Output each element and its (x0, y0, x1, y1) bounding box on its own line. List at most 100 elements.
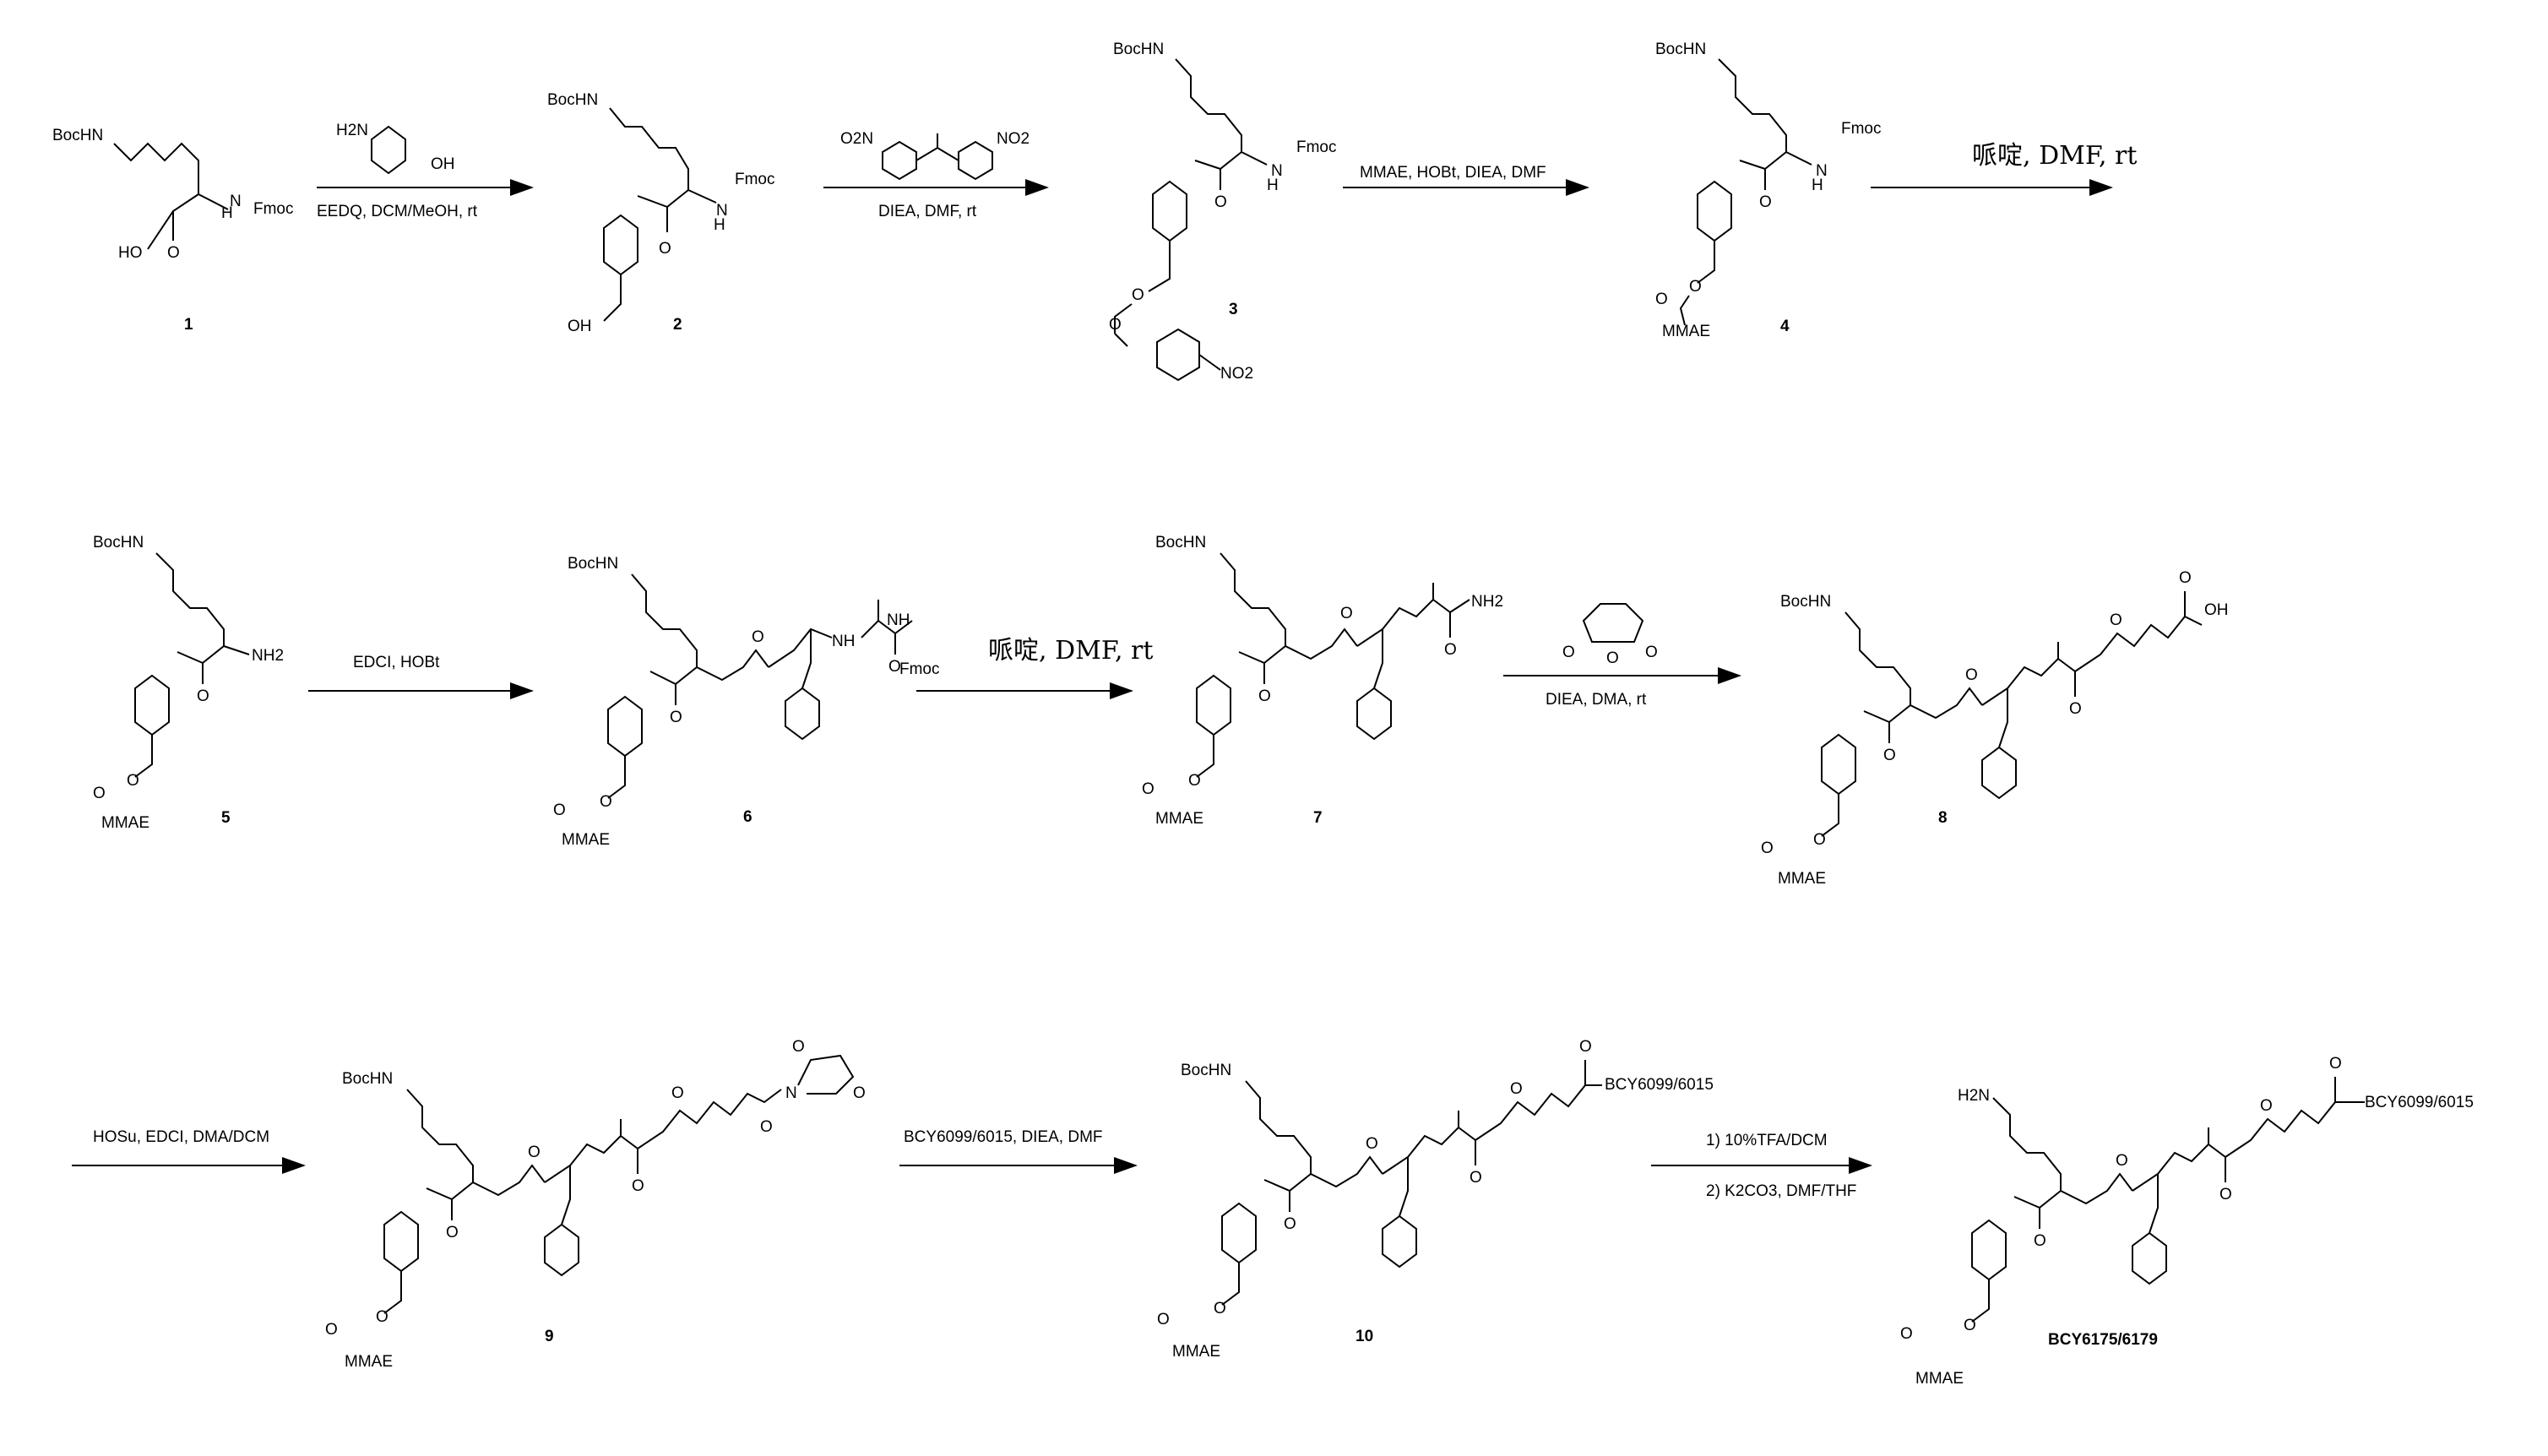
step-arrow-5: EDCI, HOBt (308, 654, 532, 691)
nh2-label: NH2 (252, 647, 284, 665)
mmae-label: MMAE (1172, 1343, 1220, 1361)
mmae-label: MMAE (1915, 1370, 1964, 1388)
compound-number: 7 (1313, 809, 1323, 827)
o-label: O (853, 1084, 866, 1102)
compound-8: BocHN O O O O OH O O O MMAE 8 (1761, 569, 2229, 888)
o-label: O (1510, 1080, 1523, 1098)
nh-label: NH (887, 611, 910, 629)
bcy-label: BCY6099/6015 (1605, 1076, 1714, 1094)
o-label: O (1761, 839, 1774, 857)
o-label: O (2034, 1232, 2046, 1250)
o-label: O (1964, 1317, 1976, 1334)
fmoc-label: Fmoc (1841, 120, 1882, 138)
mmae-label: MMAE (1778, 870, 1826, 888)
o-label: O (1132, 286, 1144, 304)
step-arrow-3: MMAE, HOBt, DIEA, DMF (1343, 164, 1588, 187)
compound-number: 1 (184, 316, 193, 334)
compound-6: BocHN O NH O NH Fmoc O O O MMAE 6 (553, 555, 940, 849)
conditions-label-1: 1) 10%TFA/DCM (1706, 1132, 1828, 1149)
compound-2: BocHN N H Fmoc O OH 2 (547, 91, 775, 335)
step-arrow-8: HOSu, EDCI, DMA/DCM (72, 1128, 304, 1165)
compound-4: BocHN N H Fmoc O O O MMAE 4 (1655, 41, 1882, 340)
o-label: O (1470, 1169, 1482, 1187)
mmae-label: MMAE (1662, 323, 1710, 340)
o-label: O (1284, 1215, 1296, 1233)
o-label: O (1214, 193, 1227, 211)
compound-1: BocHN H N Fmoc HO O 1 (52, 127, 294, 334)
boc-label: BocHN (1655, 41, 1706, 58)
compound-number: 9 (545, 1328, 554, 1345)
o-label: O (553, 801, 566, 819)
compound-number: 3 (1229, 301, 1238, 318)
boc-label: BocHN (568, 555, 618, 573)
boc-label: BocHN (1780, 593, 1831, 611)
mmae-label: MMAE (101, 814, 149, 832)
conditions-label: 哌啶, DMF, rt (1972, 141, 2137, 171)
conditions-label: 哌啶, DMF, rt (988, 636, 1153, 666)
o-label: O (167, 244, 180, 262)
nh-label: NH (832, 633, 855, 650)
o-label: O (752, 628, 764, 646)
step-arrow-2: O2N NO2 DIEA, DMF, rt (823, 130, 1047, 220)
o-label: O (197, 687, 209, 705)
o-label: O (1444, 641, 1457, 659)
compound-7: BocHN O O NH2 O O O MMAE 7 (1142, 534, 1503, 828)
mmae-label: MMAE (1155, 810, 1203, 828)
benzene-ring-icon (372, 127, 405, 173)
o-label: O (1579, 1038, 1592, 1056)
acid-label: HO (118, 244, 143, 262)
compound-number: 10 (1355, 1328, 1373, 1345)
o-label: O (1689, 278, 1702, 296)
compound-number: 5 (221, 809, 231, 827)
oh-label: OH (2204, 601, 2229, 619)
o-label: O (446, 1224, 459, 1241)
compound-number: 6 (743, 808, 752, 826)
conditions-label: EEDQ, DCM/MeOH, rt (317, 203, 478, 220)
o-label: O (2260, 1097, 2273, 1115)
boc-label: BocHN (547, 91, 598, 109)
o-label: O (376, 1308, 388, 1326)
conditions-label: MMAE, HOBt, DIEA, DMF (1360, 164, 1546, 182)
compound-3: BocHN N H Fmoc O O O NO2 3 (1109, 41, 1337, 383)
step-arrow-7: O O O DIEA, DMA, rt (1503, 604, 1740, 709)
o-label: O (1883, 747, 1896, 764)
o-label: O (659, 240, 671, 258)
bcy-label: BCY6099/6015 (2365, 1094, 2474, 1111)
o-label: O (1142, 780, 1154, 798)
nitrophenyl-ring-icon (959, 142, 992, 179)
fmoc-label: Fmoc (253, 200, 294, 218)
o-label: O (2329, 1055, 2342, 1073)
nh2-label: NH2 (1471, 593, 1503, 611)
conditions-label: DIEA, DMF, rt (878, 203, 977, 220)
o-label: O (1340, 605, 1353, 622)
o-label: O (1813, 831, 1826, 849)
fmoc-label: Fmoc (1296, 139, 1337, 156)
o-label: O (1258, 687, 1271, 705)
boc-label: BocHN (1181, 1062, 1231, 1079)
o-label: O (1900, 1325, 1913, 1343)
h-label: H (714, 216, 725, 234)
o-label: O (632, 1177, 644, 1195)
o-label: O (93, 785, 106, 802)
boc-label: BocHN (93, 534, 144, 551)
compound-5: BocHN NH2 O O O MMAE 5 (93, 534, 284, 832)
o-label: O (1188, 772, 1201, 790)
conditions-label: HOSu, EDCI, DMA/DCM (93, 1128, 269, 1146)
boc-label: BocHN (1155, 534, 1206, 551)
o-label: O (528, 1144, 541, 1161)
o-label: O (1366, 1135, 1378, 1153)
o-label: O (671, 1084, 684, 1102)
fmoc-label: Fmoc (899, 660, 940, 678)
h2n-label: H2N (1958, 1087, 1990, 1105)
n-label: N (230, 193, 242, 210)
step-arrow-4: 哌啶, DMF, rt (1871, 141, 2137, 187)
o-label: O (1645, 644, 1658, 661)
o-label: O (1214, 1300, 1226, 1317)
compound-number: 2 (673, 316, 682, 334)
reagent-label: H2N (336, 122, 368, 139)
o-label: O (792, 1038, 805, 1056)
o-label: O (1157, 1311, 1170, 1328)
n-label: N (785, 1084, 797, 1102)
o-label: O (600, 793, 612, 811)
